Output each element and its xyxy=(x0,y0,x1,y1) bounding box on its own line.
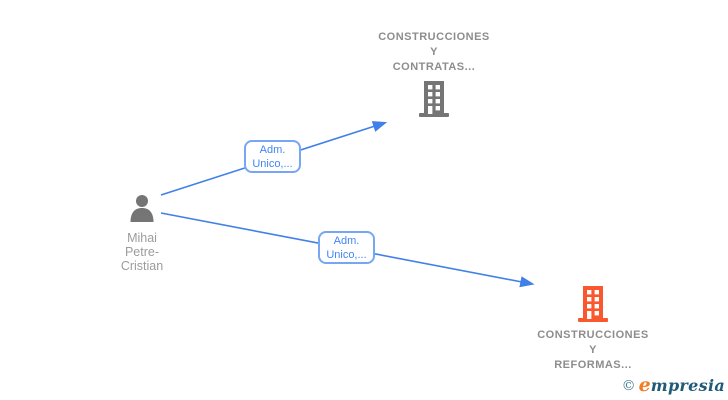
person-icon xyxy=(130,195,154,222)
company-bottom-name: CONSTRUCCIONES Y REFORMAS... xyxy=(513,328,673,373)
empresia-logo-text: mpresia xyxy=(650,376,725,395)
node-person[interactable]: Mihai Petre- Cristian xyxy=(92,194,192,273)
person-name: Mihai Petre- Cristian xyxy=(92,231,192,273)
edge-label-line2: Unico,... xyxy=(252,158,293,170)
company-top-name-line2: Y xyxy=(430,46,438,58)
building-icon xyxy=(419,81,449,117)
edge-label-line1: Adm. xyxy=(333,235,360,247)
company-top-name-line3: CONTRATAS... xyxy=(392,61,476,73)
company-bottom-name-line3: REFORMAS... xyxy=(554,359,632,371)
edge-label-adm-unico-top[interactable]: Adm. Unico,... xyxy=(244,140,301,173)
company-bottom-name-line2: Y xyxy=(589,344,597,356)
person-name-line2: Petre- xyxy=(124,245,160,259)
empresia-logo-e: e xyxy=(638,374,651,396)
company-bottom-name-line1: CONSTRUCCIONES xyxy=(537,329,649,341)
edge-label-line1: Adm. xyxy=(259,144,286,156)
node-company-top[interactable]: CONSTRUCCIONES Y CONTRATAS... xyxy=(354,30,514,117)
node-company-bottom[interactable]: CONSTRUCCIONES Y REFORMAS... xyxy=(513,286,673,373)
person-name-line1: Mihai xyxy=(127,231,157,245)
edge-label-adm-unico-bottom[interactable]: Adm. Unico,... xyxy=(318,231,375,264)
company-top-name-line1: CONSTRUCCIONES xyxy=(378,31,490,43)
copyright-icon: © xyxy=(621,378,636,394)
building-icon xyxy=(578,286,608,322)
empresia-logo[interactable]: ©empresia xyxy=(622,374,725,396)
person-name-line3: Cristian xyxy=(120,259,164,273)
company-top-name: CONSTRUCCIONES Y CONTRATAS... xyxy=(354,30,514,75)
edge-label-line2: Unico,... xyxy=(326,249,367,261)
